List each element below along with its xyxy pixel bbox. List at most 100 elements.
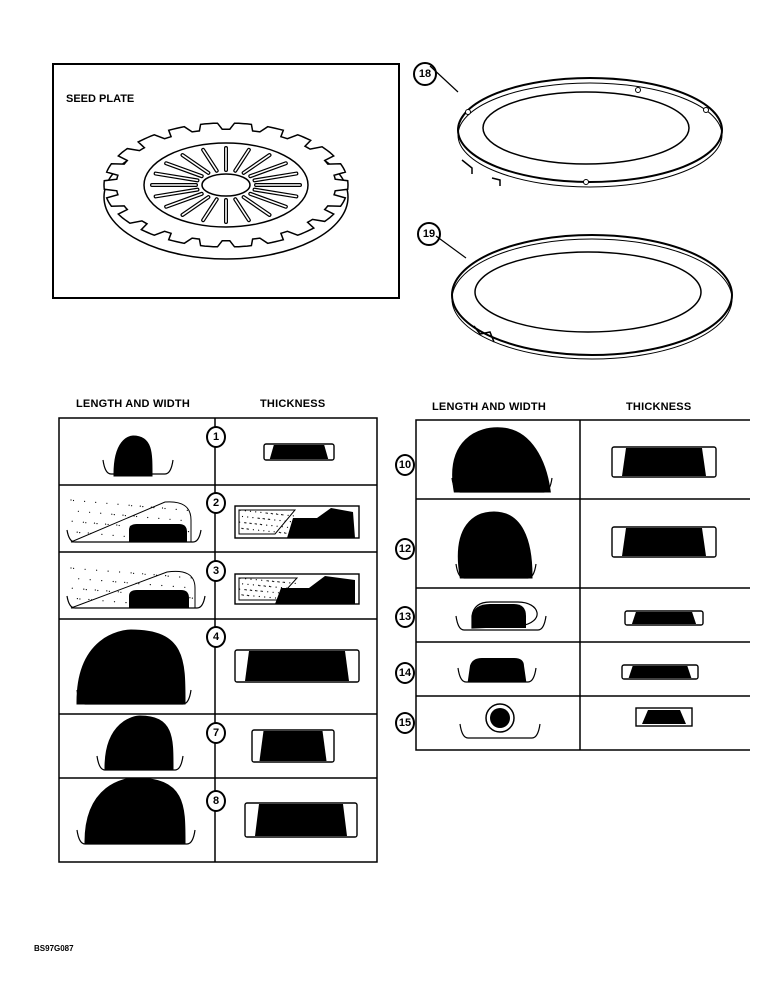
stipple-dot xyxy=(244,510,246,512)
wear-shape xyxy=(460,514,530,576)
stipple-dot xyxy=(271,580,274,582)
stipple-dot xyxy=(245,578,247,580)
stipple-dot xyxy=(147,516,149,519)
stipple-dot xyxy=(242,594,244,596)
stipple-dot xyxy=(116,524,118,526)
thickness-fill xyxy=(269,445,329,459)
stipple-dot xyxy=(255,511,257,513)
stipple-dot xyxy=(136,515,138,518)
stipple-dot xyxy=(263,518,265,520)
stipple-dot xyxy=(95,501,97,503)
stipple-dot xyxy=(276,525,278,527)
stipple-dot xyxy=(186,509,188,511)
cell-seat-line xyxy=(455,615,547,631)
ring-19-inner xyxy=(474,251,702,333)
stipple-dot xyxy=(245,589,247,591)
callout-19-text: 19 xyxy=(422,228,436,240)
stipple-dot xyxy=(256,590,258,592)
stipple-dot xyxy=(239,509,241,511)
stipple-dot xyxy=(100,512,102,514)
cell-seat-line xyxy=(66,529,202,543)
right-row-number-14: 14 xyxy=(395,662,415,684)
stipple-dot xyxy=(115,581,117,583)
stipple-dot xyxy=(264,585,266,587)
stipple-dot xyxy=(90,532,92,535)
ring-19-leader xyxy=(435,235,467,259)
wear-shape xyxy=(86,779,184,843)
seed-plate-slot-gap xyxy=(165,193,203,208)
seed-plate-slot-gap xyxy=(249,162,287,177)
stipple-dot xyxy=(248,595,250,597)
stipple-dot xyxy=(260,524,263,526)
stipple-dot xyxy=(112,534,114,536)
stipple-dot xyxy=(164,507,166,510)
stipple-dot xyxy=(123,535,125,537)
stipple-dot xyxy=(190,577,192,579)
stipple-dot xyxy=(264,596,266,598)
seed-plate-slot-gap xyxy=(234,198,250,221)
stipple-dot xyxy=(249,589,251,591)
thickness-stipple xyxy=(238,509,297,535)
stipple-dot xyxy=(71,587,73,589)
seed-plate-slot-gap xyxy=(249,193,287,208)
left-row-number-2-text: 2 xyxy=(212,497,220,509)
thickness-fill xyxy=(622,528,706,556)
stipple-dot xyxy=(153,574,155,576)
stipple-dot xyxy=(255,579,257,581)
stipple-dot xyxy=(258,517,260,519)
seed-plate-slot-gap xyxy=(202,149,218,172)
stipple-dot xyxy=(239,588,241,590)
stipple-dot xyxy=(96,569,98,571)
stipple-dot xyxy=(246,594,248,596)
seed-plate-slot-gap xyxy=(181,154,210,174)
stipple-dot xyxy=(247,583,249,585)
right-row-number-13-text: 13 xyxy=(398,611,412,623)
stipple-dot xyxy=(258,584,260,586)
cell-seat-line xyxy=(66,595,206,609)
stipple-dot xyxy=(283,581,285,583)
stipple-dot xyxy=(258,529,260,531)
stipple-dot xyxy=(241,515,244,518)
stipple-dot xyxy=(113,601,116,603)
stipple-dot xyxy=(262,518,264,520)
right-row-number-10: 10 xyxy=(395,454,415,476)
stipple-dot xyxy=(284,532,286,534)
ring-19-notch xyxy=(473,325,495,343)
left-row-number-4-text: 4 xyxy=(212,631,220,643)
stipple-dot xyxy=(93,522,96,524)
stipple-dot xyxy=(263,530,265,532)
stipple-dot xyxy=(102,600,104,602)
stipple-dot xyxy=(247,528,249,530)
wear-shape xyxy=(470,660,524,680)
stipple-dot xyxy=(250,578,252,580)
stipple-dot xyxy=(73,567,75,569)
stipple-dot xyxy=(245,522,247,524)
stipple-dot xyxy=(150,506,152,508)
stipple-dot xyxy=(175,508,177,510)
stipple-dot xyxy=(78,578,80,580)
stipple-dot xyxy=(125,602,127,604)
thickness-fill xyxy=(259,731,327,761)
stipple-dot xyxy=(161,584,163,587)
callout-18: 18 xyxy=(413,62,437,86)
stipple-dot xyxy=(101,533,103,535)
stipple-dot xyxy=(251,589,253,591)
seed-plate-slot-gap xyxy=(165,162,203,177)
stipple-dot xyxy=(289,521,291,523)
thickness-fill xyxy=(628,666,692,678)
stipple-dot xyxy=(271,513,274,515)
thickness-fill xyxy=(642,710,686,724)
thickness-fill xyxy=(275,576,355,604)
stipple-dot xyxy=(79,532,81,534)
stipple-dot xyxy=(238,577,240,579)
right-table-frame xyxy=(415,419,750,751)
cell-seat-line xyxy=(459,723,541,739)
stipple-dot xyxy=(249,522,251,524)
stipple-dot xyxy=(265,512,267,514)
ring-18-notch-2 xyxy=(491,177,501,186)
stipple-dot xyxy=(273,580,275,583)
ring-18-edge xyxy=(457,82,723,188)
seed-plate-slot-gap xyxy=(234,149,250,172)
thickness-fill xyxy=(255,804,347,836)
stipple-dot xyxy=(280,587,283,589)
